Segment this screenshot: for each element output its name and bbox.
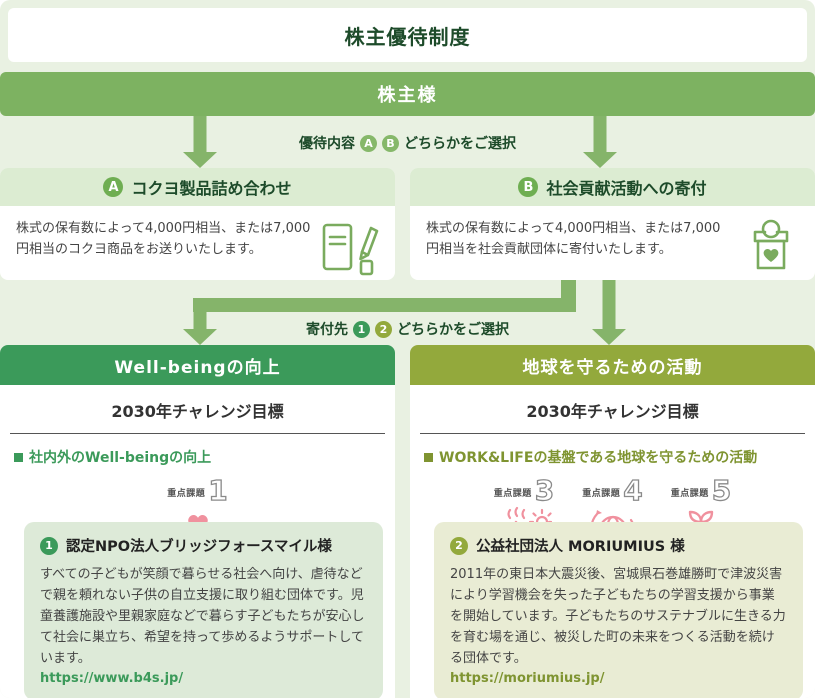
panel-wellbeing-header: Well-beingの向上 <box>0 345 395 385</box>
moriumius-card: 2 公益社団法人 MORIUMIUS 様 2011年の東日本大震災後、宮城県石巻… <box>434 522 803 698</box>
connector-horizontal-bar <box>193 298 576 312</box>
panel2-goal-title: 2030年チャレンジ目標 <box>526 402 699 421</box>
panel2-goal-item: WORK&LIFEの基盤である地球を守るための活動 <box>424 447 803 467</box>
divider <box>10 433 385 434</box>
divider <box>420 433 805 434</box>
option-a-header: A コクヨ製品詰め合わせ <box>0 168 395 206</box>
option-a-title: コクヨ製品詰め合わせ <box>131 179 292 198</box>
badge-2-icon: 2 <box>375 320 392 338</box>
issue-1-number: 1 <box>208 474 229 507</box>
badge-b-icon: B <box>382 134 399 152</box>
arrow-down-to-panel-2 <box>592 280 626 345</box>
badge-a-icon: A <box>360 134 377 152</box>
panel-earth-header: 地球を守るための活動 <box>410 345 815 385</box>
shareholders-bar: 株主様 <box>0 72 815 116</box>
donation-selection-label: 寄付先 1 2 どちらかをご選択 <box>0 319 815 339</box>
issue-5-number: 5 <box>711 474 732 507</box>
panel-earth: 地球を守るための活動 2030年チャレンジ目標 WORK&LIFEの基盤である地… <box>410 345 815 698</box>
square-bullet-icon <box>424 452 433 462</box>
stationery-icon <box>322 223 379 276</box>
org-1-name: 認定NPO法人ブリッジフォースマイル様 <box>66 539 332 555</box>
page-title-box: 株主優待制度 <box>8 8 807 62</box>
npo-card-title: 1 認定NPO法人ブリッジフォースマイル様 <box>40 535 367 556</box>
moriumius-card-title: 2 公益社団法人 MORIUMIUS 様 <box>450 535 787 556</box>
org-2-description: 2011年の東日本大震災後、宮城県石巻雄勝町で津波災害により学習機会を失った子ど… <box>450 567 786 667</box>
issue-3-number: 3 <box>534 474 555 507</box>
arrow-down-to-option-b <box>583 116 617 168</box>
npo-card: 1 認定NPO法人ブリッジフォースマイル様 すべての子どもが笑顔で暮らせる社会へ… <box>24 522 383 698</box>
panel-earth-title: 地球を守るための活動 <box>522 357 703 378</box>
donation-selection-suffix: どちらかをご選択 <box>397 322 509 338</box>
panel-wellbeing: Well-beingの向上 2030年チャレンジ目標 社内外のWell-bein… <box>0 345 395 698</box>
arrow-down-to-option-a <box>183 116 217 168</box>
org-2-badge: 2 <box>450 536 468 555</box>
option-a-box: A コクヨ製品詰め合わせ 株式の保有数によって4,000円相当、または7,000… <box>0 168 395 280</box>
badge-1-icon: 1 <box>353 320 370 338</box>
org-2-name: 公益社団法人 MORIUMIUS 様 <box>476 539 685 555</box>
option-b-badge: B <box>518 177 539 197</box>
page-title: 株主優待制度 <box>344 24 471 49</box>
org-1-badge: 1 <box>40 536 58 555</box>
option-b-title: 社会貢献活動への寄付 <box>546 179 707 198</box>
option-b-description: 株式の保有数によって4,000円相当、または7,000円相当を社会貢献団体に寄付… <box>426 221 721 258</box>
panel-wellbeing-title: Well-beingの向上 <box>114 357 281 378</box>
square-bullet-icon <box>14 452 23 462</box>
option-b-box: B 社会貢献活動への寄付 株式の保有数によって4,000円相当、または7,000… <box>410 168 815 280</box>
shareholders-label: 株主様 <box>377 85 438 106</box>
org-1-link[interactable]: https://www.b4s.jp/ <box>40 671 184 687</box>
heart-icon <box>763 248 779 262</box>
benefit-selection-label: 優待内容 A B どちらかをご選択 <box>0 133 815 153</box>
org-2-link[interactable]: https://moriumius.jp/ <box>450 671 605 687</box>
issue-4-number: 4 <box>623 474 644 507</box>
option-a-badge: A <box>103 177 124 197</box>
option-b-header: B 社会貢献活動への寄付 <box>410 168 815 206</box>
arrow-down-to-panel-1 <box>183 298 217 345</box>
donation-selection-prefix: 寄付先 <box>306 322 348 338</box>
benefit-selection-prefix: 優待内容 <box>299 136 355 152</box>
panel1-goal-title: 2030年チャレンジ目標 <box>111 402 284 421</box>
org-1-description: すべての子どもが笑顔で暮らせる社会へ向け、虐待などで親を頼れない子供の自立支援に… <box>40 567 365 667</box>
issue-4-label: 重点課題 <box>582 488 621 499</box>
option-a-description: 株式の保有数によって4,000円相当、または7,000円相当のコクヨ商品をお送り… <box>16 221 311 258</box>
donation-box-icon <box>753 219 789 270</box>
panel1-goal-item: 社内外のWell-beingの向上 <box>14 447 383 467</box>
issue-5-label: 重点課題 <box>670 488 709 499</box>
issue-1-label: 重点課題 <box>167 488 206 499</box>
benefit-selection-suffix: どちらかをご選択 <box>404 136 516 152</box>
issue-3-label: 重点課題 <box>493 488 532 499</box>
